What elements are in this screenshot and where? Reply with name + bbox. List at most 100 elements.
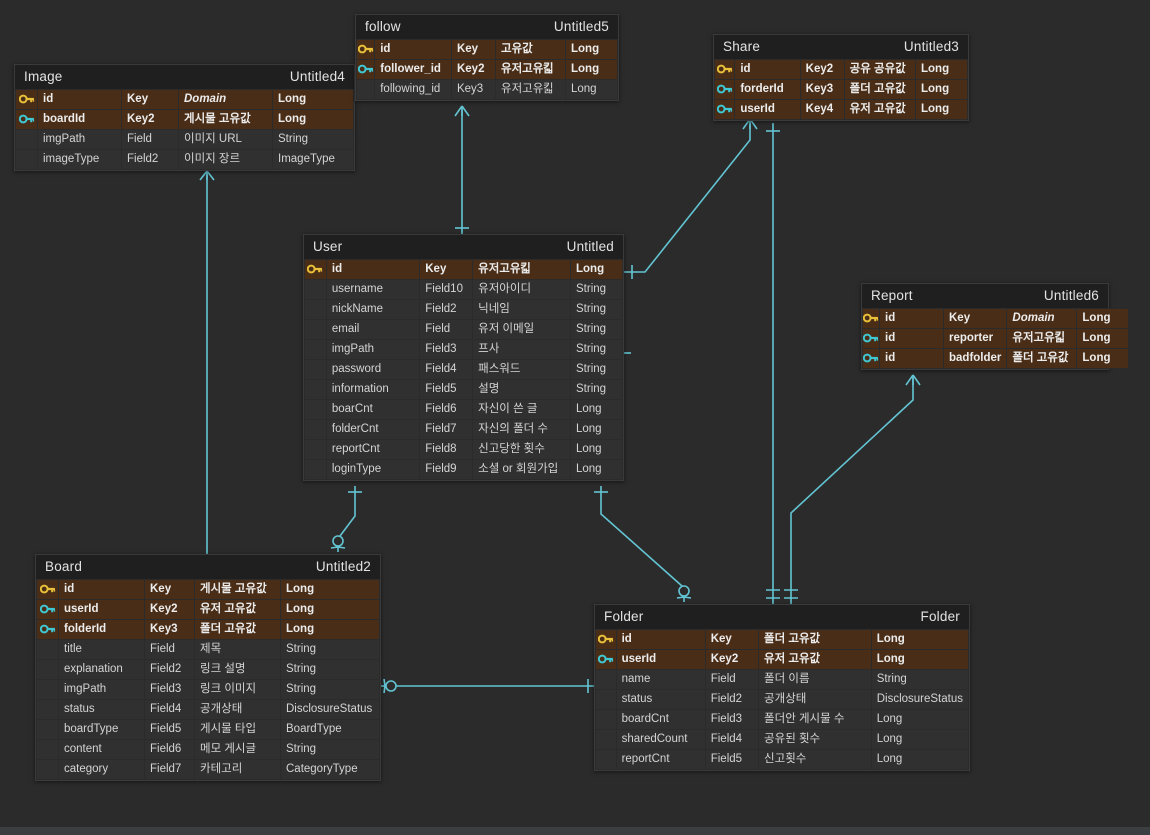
column-type[interactable]: String bbox=[870, 669, 970, 690]
column-field[interactable]: Field5 bbox=[419, 379, 474, 400]
column-name[interactable]: imgPath bbox=[37, 129, 122, 150]
column-field[interactable]: Key bbox=[704, 629, 760, 650]
column-field[interactable]: Field6 bbox=[419, 399, 474, 420]
column-type[interactable]: Long bbox=[565, 79, 618, 100]
column-domain[interactable]: 고유값 bbox=[494, 39, 567, 60]
column-name[interactable]: id bbox=[58, 579, 145, 600]
column-name[interactable]: following_id bbox=[374, 79, 452, 100]
column-type[interactable]: Long bbox=[1076, 308, 1130, 329]
column-domain[interactable]: 이미지 URL bbox=[178, 129, 273, 150]
column-name[interactable]: loginType bbox=[325, 459, 421, 480]
column-field[interactable]: Field2 bbox=[121, 149, 179, 170]
column-name[interactable]: boardType bbox=[58, 719, 145, 740]
column-name[interactable]: forderId bbox=[734, 79, 801, 100]
column-type[interactable]: Long bbox=[870, 709, 970, 730]
column-name[interactable]: information bbox=[325, 379, 421, 400]
column-domain[interactable]: 신고횟수 bbox=[758, 749, 872, 770]
column-type[interactable]: String bbox=[570, 279, 623, 300]
column-type[interactable]: DisclosureStatus bbox=[870, 689, 970, 710]
column-field[interactable]: Key bbox=[144, 579, 195, 600]
column-name[interactable]: reportCnt bbox=[325, 439, 421, 460]
column-type[interactable]: String bbox=[280, 639, 380, 660]
column-field[interactable]: Field4 bbox=[419, 359, 474, 380]
column-type[interactable]: String bbox=[280, 659, 380, 680]
column-name[interactable]: imgPath bbox=[325, 339, 421, 360]
column-field[interactable]: Field4 bbox=[704, 729, 760, 750]
column-field[interactable]: Field7 bbox=[144, 759, 195, 780]
column-name[interactable]: userId bbox=[58, 599, 145, 620]
column-name[interactable]: reportCnt bbox=[615, 749, 706, 770]
column-field[interactable]: badfolder bbox=[942, 348, 1008, 369]
column-type[interactable]: Long bbox=[272, 109, 354, 130]
column-field[interactable]: Key bbox=[121, 89, 179, 110]
column-domain[interactable]: 유저고유킯 bbox=[1006, 328, 1078, 349]
column-field[interactable]: Field bbox=[144, 639, 195, 660]
column-name[interactable]: email bbox=[325, 319, 421, 340]
column-name[interactable]: boardCnt bbox=[615, 709, 706, 730]
column-name[interactable]: imgPath bbox=[58, 679, 145, 700]
column-name[interactable]: sharedCount bbox=[615, 729, 706, 750]
column-type[interactable]: Long bbox=[570, 399, 623, 420]
column-name[interactable]: follower_id bbox=[374, 59, 452, 80]
column-name[interactable]: name bbox=[615, 669, 706, 690]
column-type[interactable]: Long bbox=[1076, 328, 1130, 349]
column-type[interactable]: Long bbox=[915, 79, 968, 100]
column-field[interactable]: Key2 bbox=[144, 599, 195, 620]
column-domain[interactable]: 폴더 이름 bbox=[758, 669, 872, 690]
column-name[interactable]: id bbox=[325, 259, 421, 280]
column-domain[interactable]: 공유된 횟수 bbox=[758, 729, 872, 750]
column-field[interactable]: Key3 bbox=[144, 619, 195, 640]
column-domain[interactable]: 닉네임 bbox=[472, 299, 571, 320]
table-header[interactable]: User Untitled bbox=[304, 235, 623, 259]
column-name[interactable]: imageType bbox=[37, 149, 122, 170]
column-domain[interactable]: 패스워드 bbox=[472, 359, 571, 380]
column-domain[interactable]: 폴더 고유값 bbox=[1006, 348, 1078, 369]
column-name[interactable]: folderId bbox=[58, 619, 145, 640]
table-header[interactable]: Report Untitled6 bbox=[862, 284, 1108, 308]
column-domain[interactable]: 폴더 고유값 bbox=[194, 619, 281, 640]
column-name[interactable]: status bbox=[615, 689, 706, 710]
column-domain[interactable]: 폴더 고유값 bbox=[843, 79, 917, 100]
column-domain[interactable]: 소셜 or 회원가입 bbox=[472, 459, 571, 480]
column-name[interactable]: content bbox=[58, 739, 145, 760]
column-field[interactable]: Field2 bbox=[144, 659, 195, 680]
column-domain[interactable]: 유저아이디 bbox=[472, 279, 571, 300]
table-header[interactable]: follow Untitled5 bbox=[356, 15, 618, 39]
column-name[interactable]: boarCnt bbox=[325, 399, 421, 420]
column-domain[interactable]: 게시물 고유값 bbox=[194, 579, 281, 600]
column-field[interactable]: Field5 bbox=[144, 719, 195, 740]
column-domain[interactable]: 게시물 타입 bbox=[194, 719, 281, 740]
column-domain[interactable]: 카테고리 bbox=[194, 759, 281, 780]
column-name[interactable]: title bbox=[58, 639, 145, 660]
column-name[interactable]: userId bbox=[615, 649, 706, 670]
column-field[interactable]: Field5 bbox=[704, 749, 760, 770]
column-type[interactable]: BoardType bbox=[280, 719, 380, 740]
column-domain[interactable]: 링크 이미지 bbox=[194, 679, 281, 700]
